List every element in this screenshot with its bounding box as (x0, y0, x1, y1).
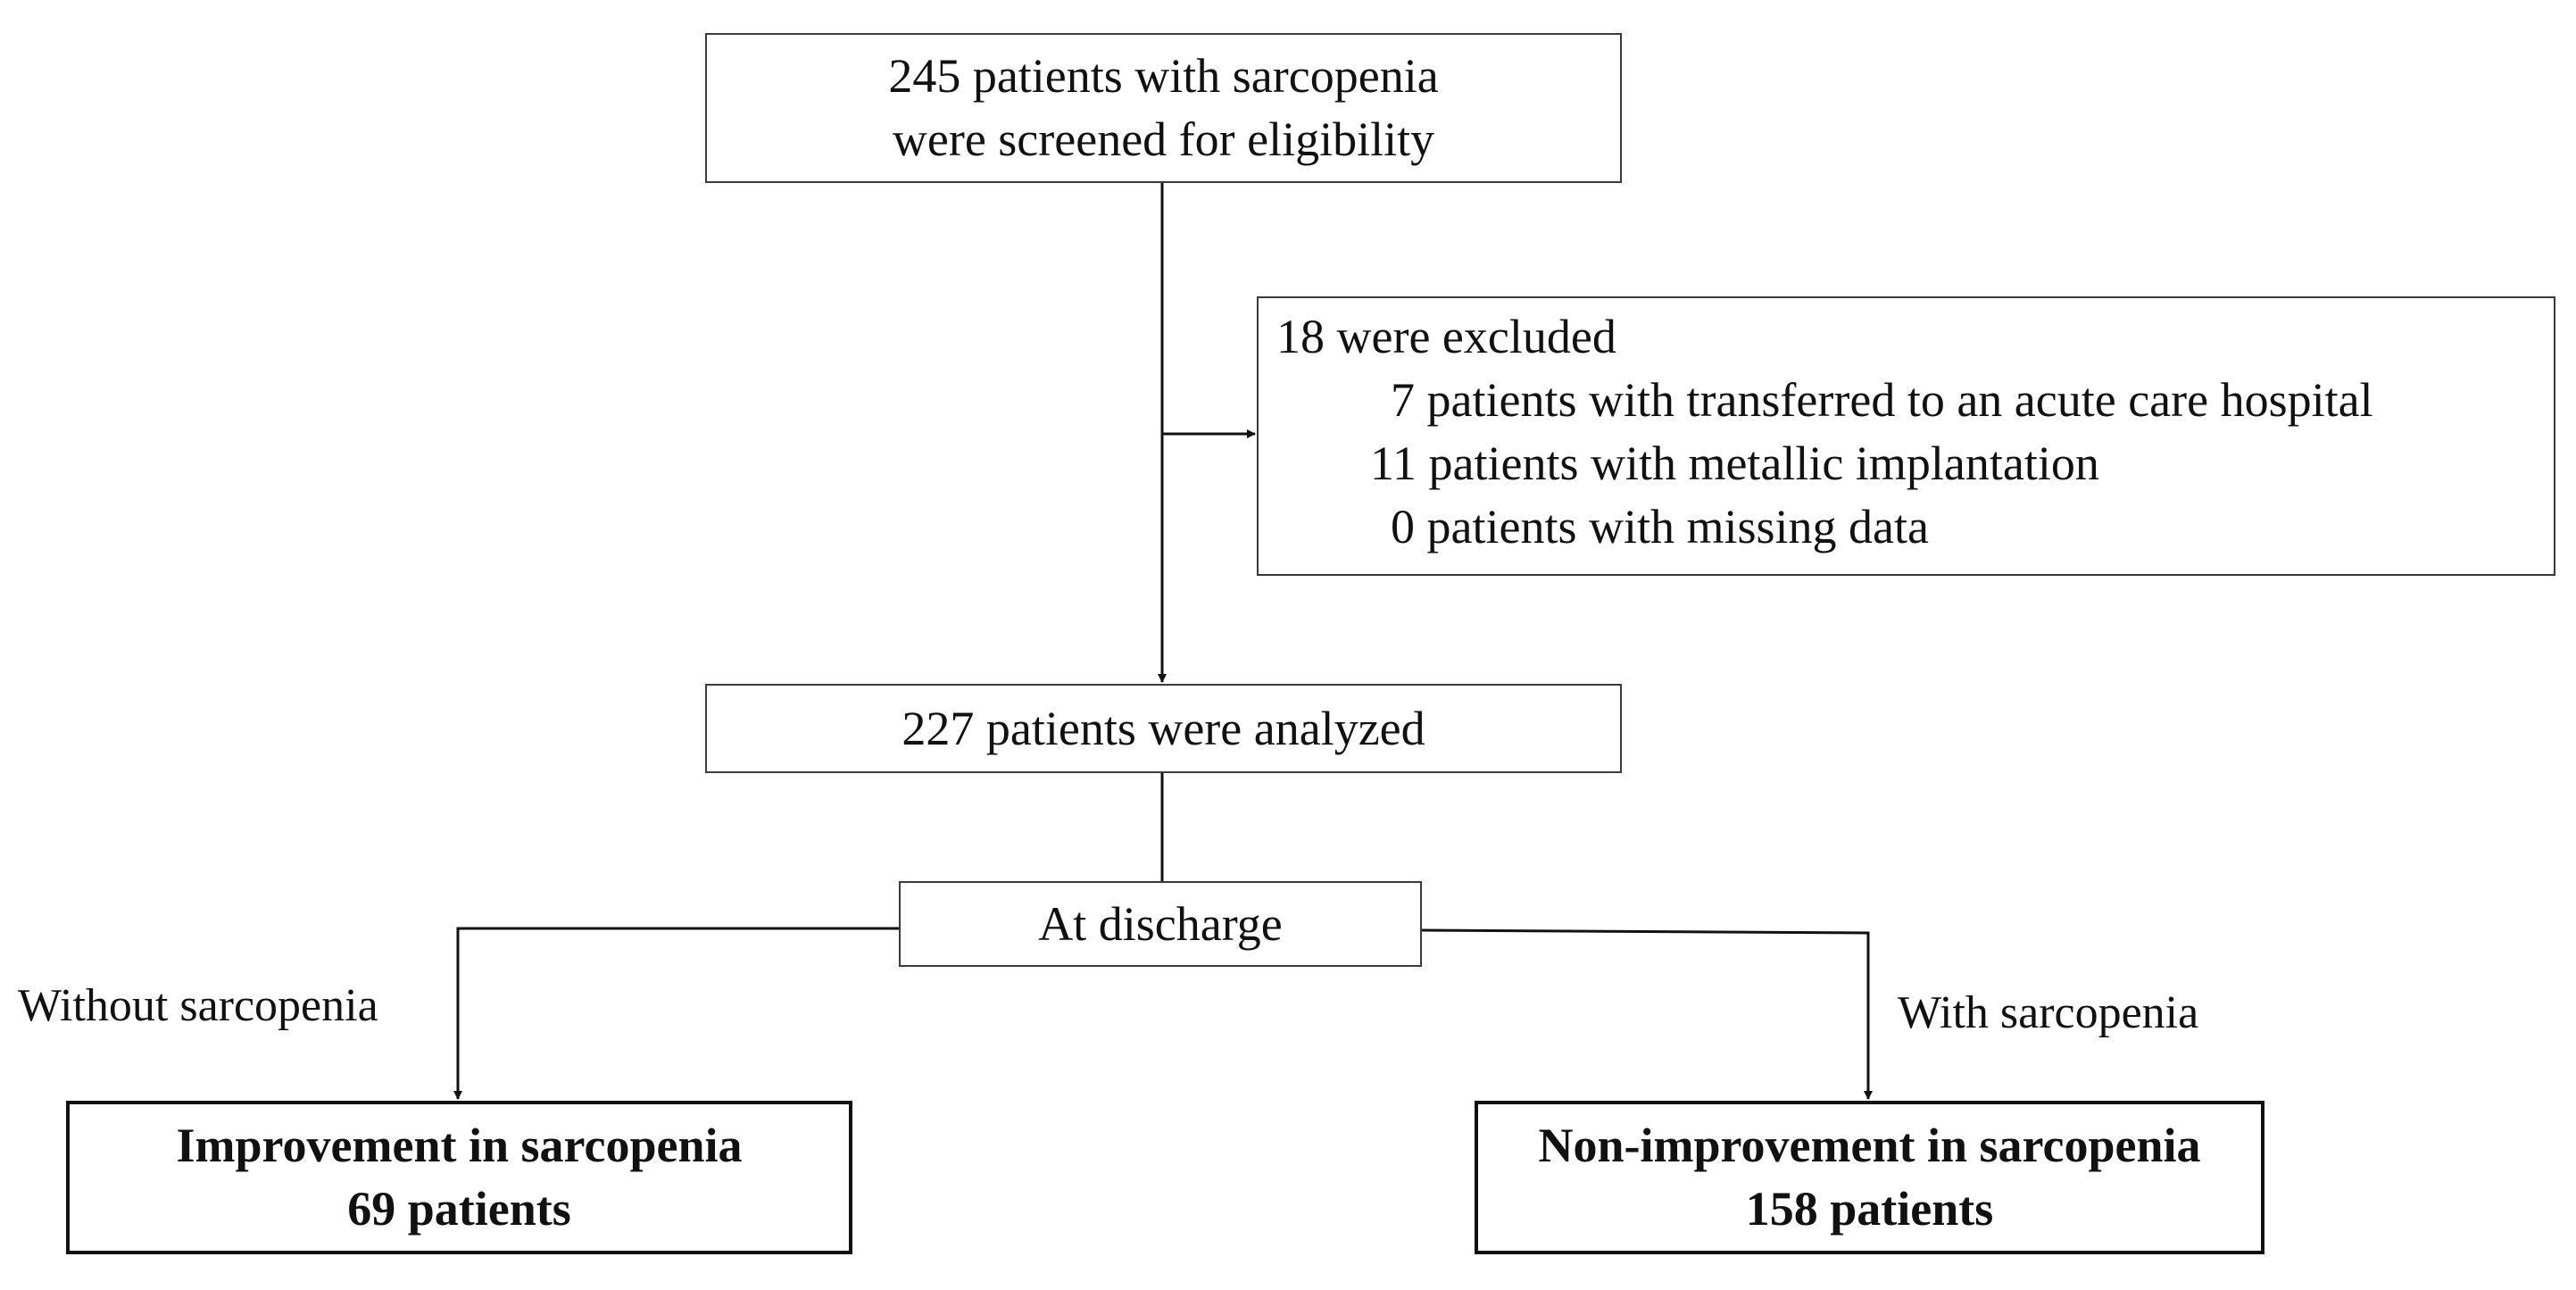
excluded-item-missing-data: 0 patients with missing data (1391, 500, 1929, 553)
improvement-box: Improvement in sarcopenia 69 patients (66, 1101, 852, 1254)
improvement-title: Improvement in sarcopenia (176, 1119, 743, 1172)
non-improvement-title: Non-improvement in sarcopenia (1538, 1119, 2201, 1172)
analyzed-text: 227 patients were analyzed (902, 701, 1425, 755)
screened-box: 245 patients with sarcopenia were screen… (705, 33, 1622, 183)
improvement-count: 69 patients (347, 1182, 571, 1236)
discharge-text: At discharge (1038, 896, 1283, 951)
analyzed-box: 227 patients were analyzed (705, 684, 1622, 773)
excluded-item-acute-care: 7 patients with transferred to an acute … (1391, 373, 2373, 427)
branch-label-with-sarcopenia: With sarcopenia (1898, 987, 2199, 1038)
excluded-box: 18 were excluded 7 patients with transfe… (1257, 296, 2555, 576)
non-improvement-box: Non-improvement in sarcopenia 158 patien… (1475, 1101, 2264, 1254)
screened-line-2: were screened for eligibility (892, 112, 1435, 166)
discharge-box: At discharge (899, 881, 1422, 967)
arrow-discharge-to-improvement (453, 927, 899, 1100)
arrow-discharge-to-non-improvement (1421, 928, 1873, 1100)
branch-label-without-sarcopenia: Without sarcopenia (18, 980, 378, 1031)
excluded-title: 18 were excluded (1276, 310, 1616, 363)
excluded-item-metallic-implant: 11 patients with metallic implantation (1370, 437, 2099, 490)
non-improvement-count: 158 patients (1745, 1182, 1994, 1236)
screened-line-1: 245 patients with sarcopenia (888, 49, 1439, 103)
